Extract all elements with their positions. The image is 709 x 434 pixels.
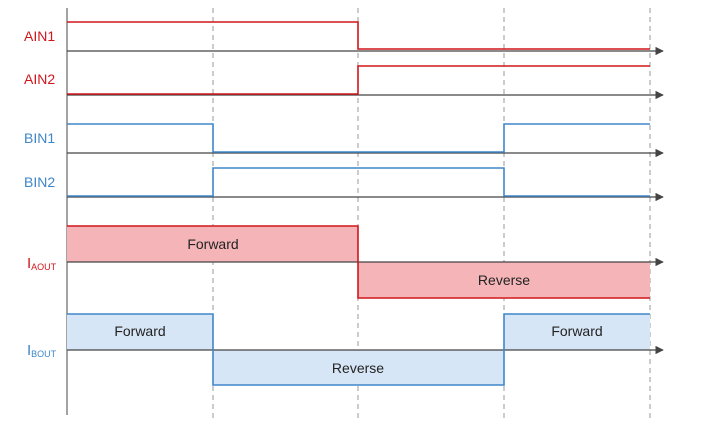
bin2-label: BIN2 bbox=[24, 174, 55, 190]
ain1-waveform bbox=[67, 21, 650, 50]
bin1-label: BIN1 bbox=[24, 130, 55, 146]
iaout-label-main: I bbox=[27, 255, 31, 272]
ibout-forward-text-1: Forward bbox=[114, 323, 165, 339]
iaout-label: IAOUT bbox=[27, 255, 57, 272]
ain2-label: AIN2 bbox=[24, 71, 55, 87]
ibout-label: IBOUT bbox=[27, 342, 57, 359]
iaout-label-sub: AOUT bbox=[31, 262, 57, 272]
iaout-forward-text: Forward bbox=[187, 236, 238, 252]
ain1-label: AIN1 bbox=[24, 28, 55, 44]
ibout-reverse-text: Reverse bbox=[332, 360, 384, 376]
ibout-label-main: I bbox=[27, 342, 31, 359]
iaout-forward-fill bbox=[67, 226, 358, 262]
iaout-reverse-text: Reverse bbox=[478, 272, 530, 288]
ibout-forward-text-2: Forward bbox=[551, 323, 602, 339]
ibout-reverse-fill bbox=[213, 350, 504, 385]
baselines bbox=[67, 46, 664, 355]
bin2-waveform bbox=[67, 167, 650, 197]
iaout-reverse-fill bbox=[358, 262, 650, 298]
ibout-forward-fill-1 bbox=[67, 314, 213, 350]
ibout-forward-fill-2 bbox=[504, 314, 650, 350]
iaout-waveform bbox=[67, 225, 650, 299]
bin1-waveform bbox=[67, 123, 650, 153]
ibout-waveform bbox=[67, 313, 650, 386]
ain2-waveform bbox=[67, 65, 650, 95]
ibout-label-sub: BOUT bbox=[31, 349, 57, 359]
